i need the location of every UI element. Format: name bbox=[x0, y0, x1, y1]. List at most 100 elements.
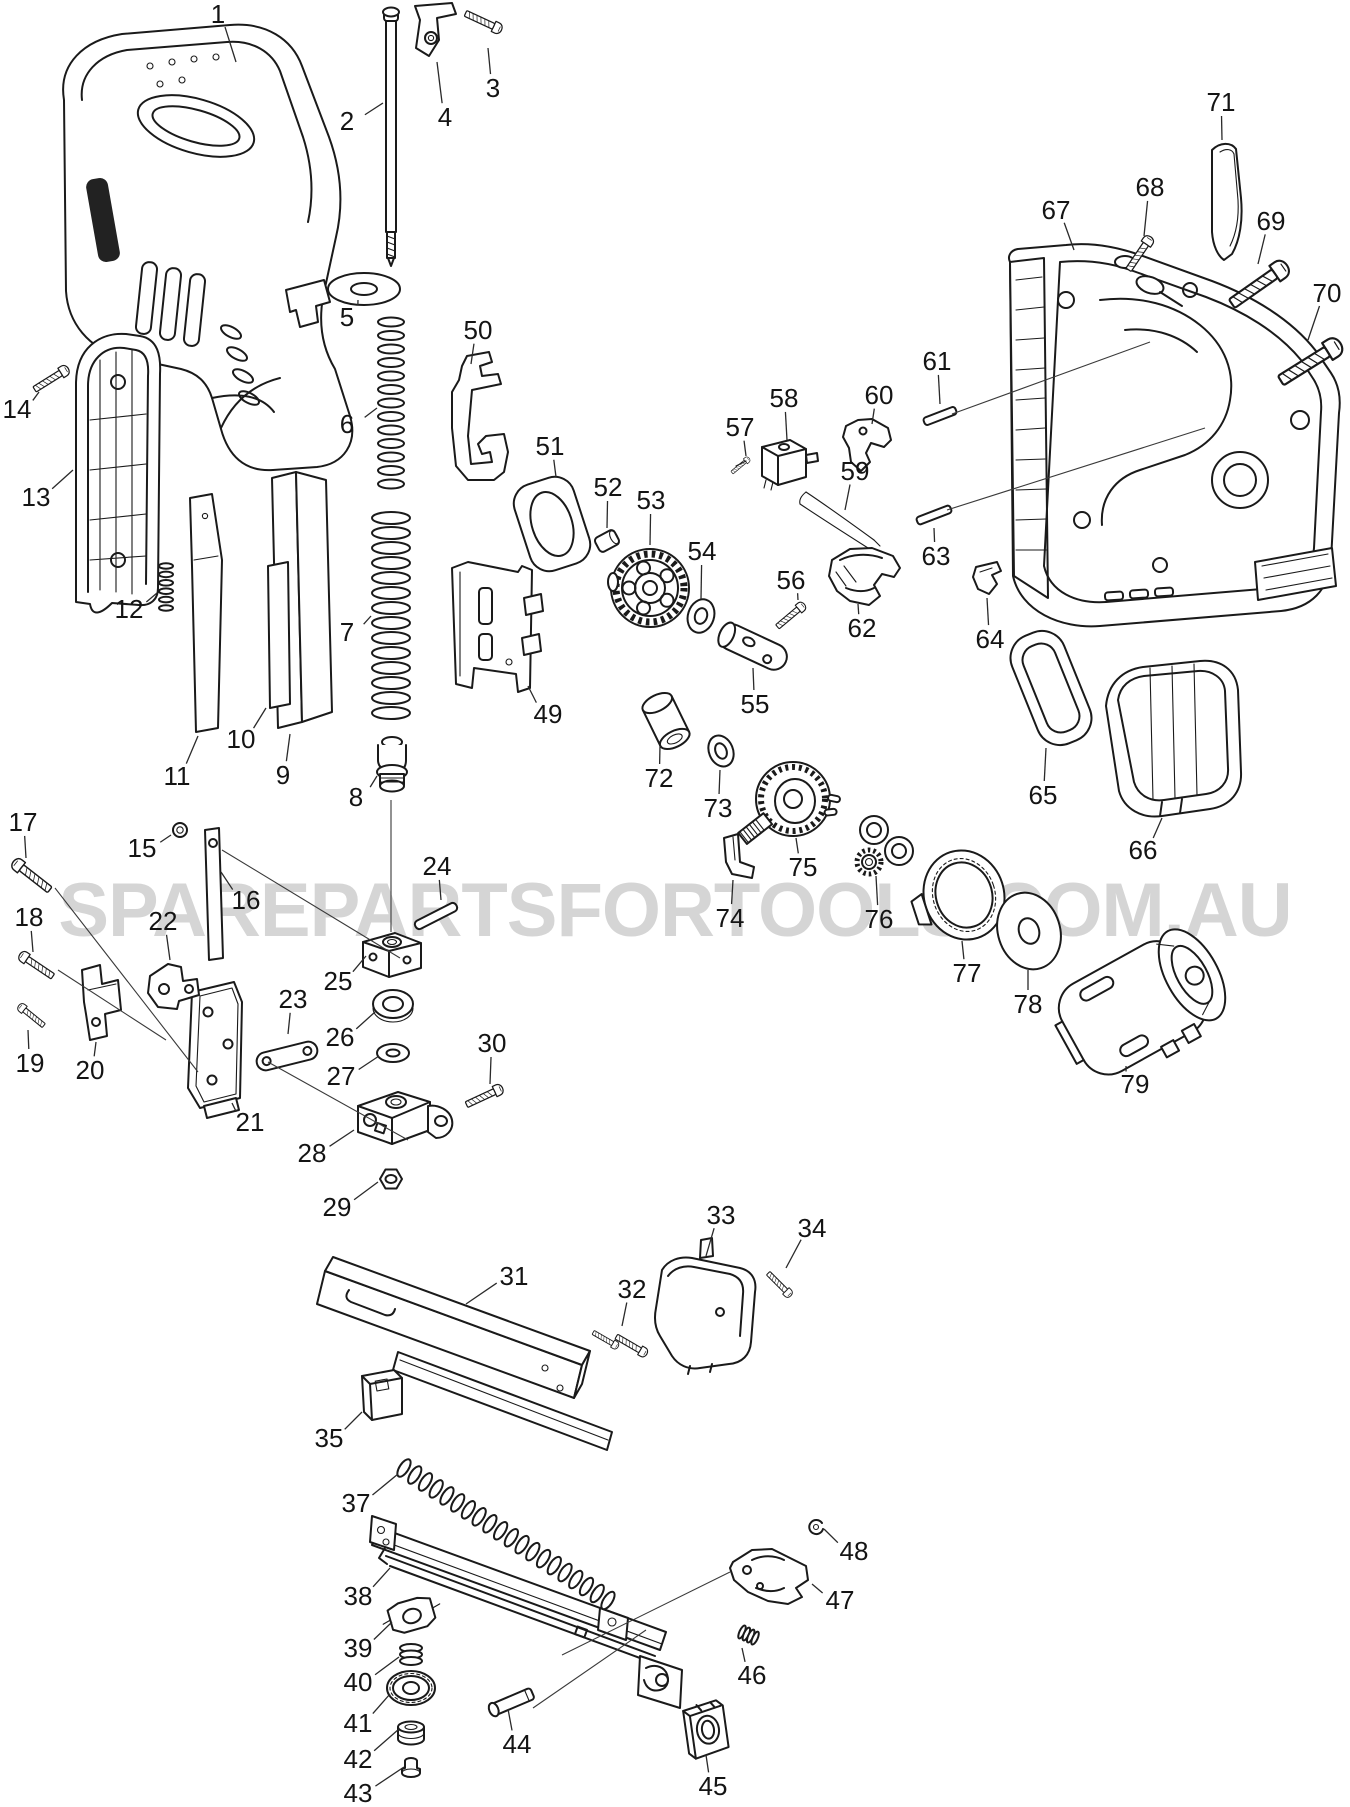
part-label-35: 35 bbox=[315, 1423, 344, 1453]
part-label-20: 20 bbox=[76, 1055, 105, 1085]
part-12-art bbox=[158, 562, 174, 612]
leader-line-58 bbox=[784, 411, 788, 441]
part-label-5: 5 bbox=[340, 302, 354, 332]
part-25-art bbox=[362, 932, 422, 978]
leader-line-76 bbox=[875, 875, 879, 906]
part-60-art bbox=[842, 418, 892, 472]
part-label-26: 26 bbox=[326, 1022, 355, 1052]
part-label-1: 1 bbox=[211, 0, 225, 29]
part-59-art bbox=[799, 491, 881, 553]
part-label-58: 58 bbox=[770, 383, 799, 413]
part-label-23: 23 bbox=[279, 984, 308, 1014]
leader-line-50 bbox=[470, 343, 475, 365]
leader-line-48 bbox=[823, 1528, 839, 1544]
leader-line-24 bbox=[438, 879, 442, 901]
leader-line-47 bbox=[811, 1583, 824, 1594]
part-74-art bbox=[723, 833, 755, 879]
part-label-21: 21 bbox=[236, 1107, 265, 1137]
part-label-66: 66 bbox=[1129, 835, 1158, 865]
part-label-53: 53 bbox=[637, 485, 666, 515]
part-label-50: 50 bbox=[464, 315, 493, 345]
part-62-art bbox=[828, 547, 901, 606]
part-label-46: 46 bbox=[738, 1660, 767, 1690]
part-64-art bbox=[972, 561, 1002, 595]
part-72-art bbox=[641, 691, 691, 751]
part-79-art bbox=[1054, 928, 1227, 1076]
part-41-art bbox=[386, 1670, 436, 1706]
leader-line-6 bbox=[364, 407, 378, 418]
part-label-48: 48 bbox=[840, 1536, 869, 1566]
leader-line-7 bbox=[363, 615, 372, 625]
leader-line-25 bbox=[352, 955, 367, 973]
leader-line-51 bbox=[553, 459, 557, 478]
part-44-art bbox=[487, 1687, 535, 1718]
part-label-41: 41 bbox=[344, 1708, 373, 1738]
part-3-art bbox=[462, 7, 505, 36]
part-label-6: 6 bbox=[340, 409, 354, 439]
part-label-2: 2 bbox=[340, 106, 354, 136]
leader-line-57 bbox=[743, 440, 747, 457]
part-67-art bbox=[1008, 243, 1341, 628]
part-78-art bbox=[996, 891, 1062, 971]
part-40-art bbox=[399, 1643, 423, 1666]
part-label-10: 10 bbox=[227, 724, 256, 754]
leader-line-35 bbox=[344, 1411, 363, 1430]
part-label-29: 29 bbox=[323, 1192, 352, 1222]
part-label-56: 56 bbox=[777, 565, 806, 595]
part-39-art bbox=[382, 1596, 441, 1634]
part-51-art bbox=[512, 475, 592, 573]
leader-line-41 bbox=[372, 1693, 391, 1715]
leader-line-53 bbox=[649, 513, 652, 546]
part-66-art bbox=[1105, 659, 1243, 818]
part-58-art bbox=[761, 439, 819, 491]
part-42-art bbox=[397, 1720, 425, 1746]
leader-line-39 bbox=[373, 1621, 393, 1640]
part-label-54: 54 bbox=[688, 536, 717, 566]
leader-line-38 bbox=[372, 1567, 391, 1588]
part-label-67: 67 bbox=[1042, 195, 1071, 225]
part-label-27: 27 bbox=[327, 1061, 356, 1091]
leader-line-19 bbox=[27, 1029, 30, 1050]
watermark: SPAREPARTSFORTOOLS.COM.AU bbox=[58, 868, 1292, 953]
part-16-art bbox=[204, 827, 224, 961]
part-57-art bbox=[729, 455, 752, 476]
part-77-art bbox=[910, 849, 1006, 941]
part-label-40: 40 bbox=[344, 1667, 373, 1697]
part-label-64: 64 bbox=[976, 624, 1005, 654]
part-50-art bbox=[451, 351, 509, 481]
leader-line-26 bbox=[355, 1011, 376, 1030]
part-20-art bbox=[81, 964, 122, 1041]
part-75-art bbox=[737, 761, 841, 845]
part-label-18: 18 bbox=[15, 902, 44, 932]
leader-line-28 bbox=[329, 1129, 355, 1147]
leader-line-70 bbox=[1307, 305, 1321, 341]
part-label-38: 38 bbox=[344, 1581, 373, 1611]
part-76-art bbox=[854, 815, 914, 877]
part-label-68: 68 bbox=[1136, 172, 1165, 202]
part-11-art bbox=[189, 493, 223, 733]
leader-line-68 bbox=[1143, 200, 1149, 237]
part-label-13: 13 bbox=[22, 482, 51, 512]
part-label-25: 25 bbox=[324, 966, 353, 996]
part-label-12: 12 bbox=[115, 594, 144, 624]
part-label-11: 11 bbox=[164, 761, 191, 791]
part-label-49: 49 bbox=[534, 699, 563, 729]
part-label-73: 73 bbox=[704, 793, 733, 823]
part-65-art bbox=[1009, 629, 1093, 747]
part-label-61: 61 bbox=[923, 346, 952, 376]
part-6-art bbox=[377, 316, 405, 490]
leader-line-10 bbox=[253, 707, 267, 729]
part-label-51: 51 bbox=[536, 431, 565, 461]
part-label-32: 32 bbox=[618, 1274, 647, 1304]
leader-line-44 bbox=[507, 1708, 513, 1731]
part-label-76: 76 bbox=[865, 904, 894, 934]
part-14-art bbox=[30, 363, 72, 395]
leader-line-22 bbox=[165, 934, 171, 961]
part-label-57: 57 bbox=[726, 412, 755, 442]
leader-line-32 bbox=[621, 1302, 628, 1327]
leader-line-49 bbox=[527, 685, 537, 703]
leader-line-74 bbox=[730, 879, 734, 905]
